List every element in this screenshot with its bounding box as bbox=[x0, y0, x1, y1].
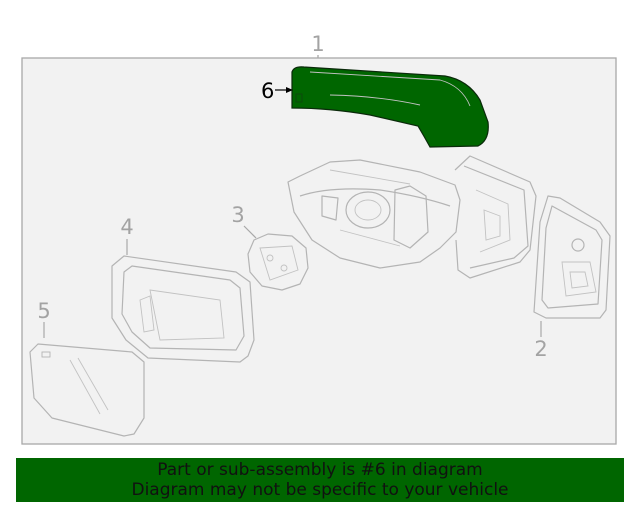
callout-2: 2 bbox=[534, 337, 547, 361]
part-5-glass bbox=[29, 343, 145, 437]
diagram-panel bbox=[21, 57, 617, 445]
callout-3: 3 bbox=[231, 203, 244, 227]
callout-6: 6 bbox=[261, 79, 274, 103]
part-4-frame bbox=[111, 255, 255, 363]
part-info-banner: Part or sub-assembly is #6 in diagram Di… bbox=[16, 458, 624, 502]
callout-1: 1 bbox=[311, 32, 324, 56]
callout-4: 4 bbox=[120, 215, 133, 239]
callout-6-arrowhead bbox=[286, 87, 293, 93]
mirror-housing bbox=[287, 155, 537, 279]
callout-3-leader bbox=[243, 225, 257, 239]
part-3-motor bbox=[247, 233, 309, 291]
banner-line-1: Part or sub-assembly is #6 in diagram bbox=[157, 460, 483, 480]
part-2-glass-backing bbox=[533, 195, 611, 319]
banner-line-2: Diagram may not be specific to your vehi… bbox=[131, 480, 509, 500]
callout-5: 5 bbox=[37, 299, 50, 323]
part-6-mirror-cover[interactable] bbox=[291, 66, 489, 148]
